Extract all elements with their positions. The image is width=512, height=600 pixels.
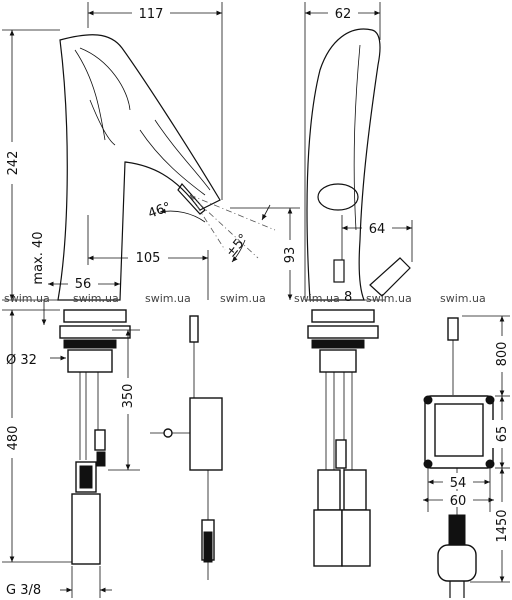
label-105: 105: [136, 251, 161, 266]
dimension-54: 54: [427, 468, 491, 512]
watermark-1: swim.ua: [4, 292, 50, 305]
label-46deg: 46°: [146, 200, 173, 222]
dimension-117: 117: [87, 2, 223, 200]
label-65: 65: [495, 426, 510, 443]
power-supply-unit: [423, 317, 495, 598]
mounting-assembly-front: [59, 309, 131, 565]
spray-angle-lines: [159, 194, 276, 300]
dimension-480: 480: [2, 309, 72, 563]
label-max40: max. 40: [31, 231, 46, 284]
dimension-60: 60: [423, 491, 494, 509]
label-8: 8: [344, 290, 352, 305]
dimension-64: 64: [341, 215, 413, 262]
watermark-3: swim.ua: [145, 292, 191, 305]
label-56: 56: [75, 277, 92, 292]
label-62: 62: [335, 7, 352, 22]
label-350: 350: [121, 384, 136, 409]
dimension-242: 242: [2, 29, 60, 301]
dimension-93: 93: [230, 207, 300, 300]
watermark-6: swim.ua: [366, 292, 412, 305]
label-1450: 1450: [495, 509, 510, 542]
dimension-dia32: Ø 32: [6, 353, 66, 368]
dimension-800: 800: [462, 315, 512, 397]
label-54: 54: [450, 476, 467, 491]
label-64: 64: [369, 222, 386, 237]
dimension-350: 350: [108, 329, 140, 471]
label-242: 242: [6, 151, 21, 176]
dimension-g38: G 3/8: [6, 566, 112, 598]
watermark-row: swim.ua swim.ua swim.ua swim.ua swim.ua …: [4, 292, 486, 305]
label-800: 800: [495, 342, 510, 367]
watermark-7: swim.ua: [440, 292, 486, 305]
dimension-62: 62: [304, 2, 381, 300]
dimension-105: 105: [87, 215, 208, 266]
label-pm5deg: ±5°: [224, 231, 252, 260]
label-117: 117: [139, 7, 164, 22]
label-g38: G 3/8: [6, 583, 41, 598]
label-dia32: Ø 32: [6, 353, 37, 368]
watermark-2: swim.ua: [73, 292, 119, 305]
watermark-5: swim.ua: [294, 292, 340, 305]
faucet-side-view: [305, 28, 411, 301]
label-480: 480: [6, 426, 21, 451]
dimension-max40: max. 40: [31, 231, 47, 325]
label-60: 60: [450, 494, 467, 509]
dimension-65: 65: [492, 396, 512, 469]
control-box-side: [150, 315, 223, 580]
label-93: 93: [283, 247, 298, 264]
dimension-56: 56: [48, 274, 120, 292]
faucet-front-view: [57, 34, 221, 301]
dimension-1450: 1450: [470, 468, 512, 583]
mounting-assembly-side: [307, 309, 379, 567]
watermark-4: swim.ua: [220, 292, 266, 305]
